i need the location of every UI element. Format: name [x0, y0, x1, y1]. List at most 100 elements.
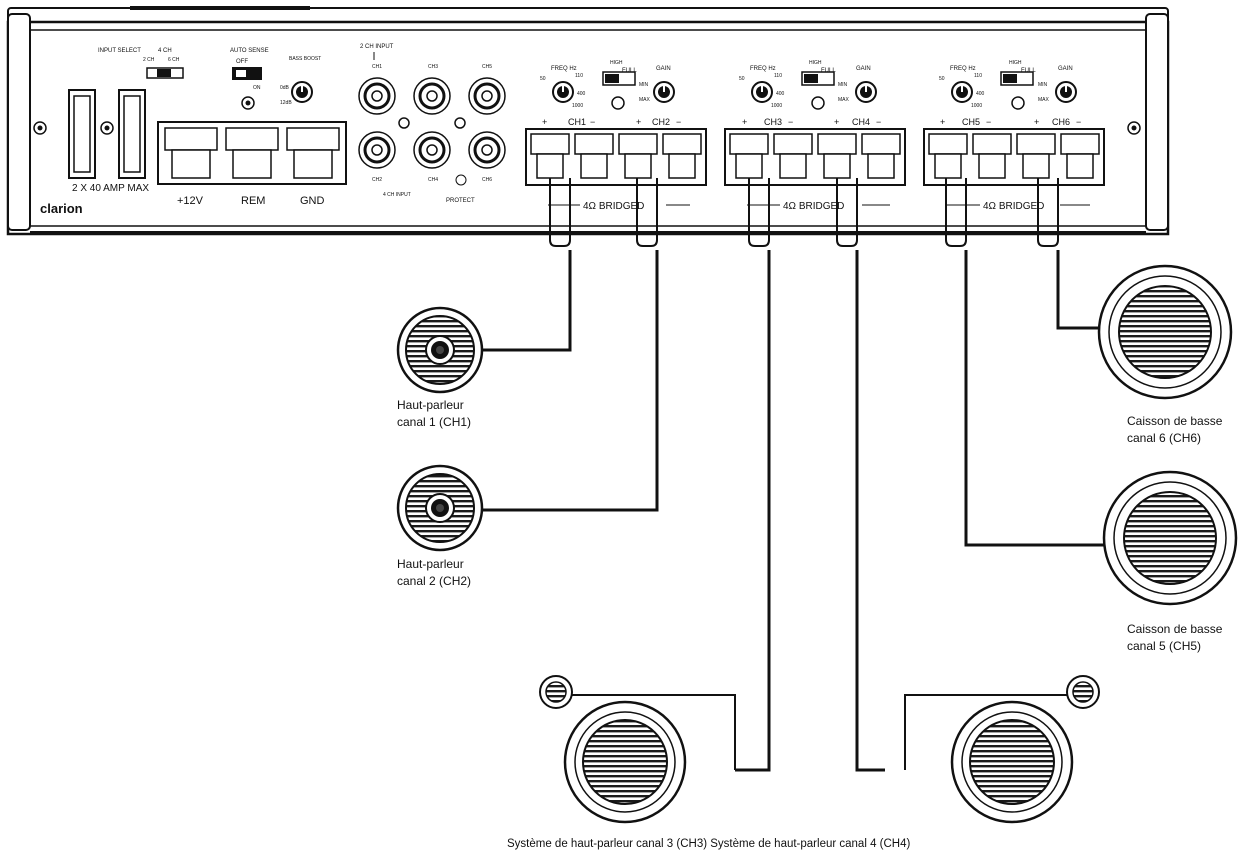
filter-high: HIGH: [1009, 60, 1022, 66]
polarity-minus: −: [876, 117, 881, 127]
polarity-plus: +: [636, 117, 641, 127]
rca-jack-top-1[interactable]: [358, 77, 396, 115]
filter-switch[interactable]: [602, 71, 636, 86]
freq-label: FREQ Hz: [750, 66, 776, 72]
channel-group-3: FREQ Hz 50 110 400 1000 HIGH FULL GAIN M…: [923, 60, 1105, 212]
auto-sense-off: OFF: [236, 59, 248, 65]
freq-knob[interactable]: [751, 81, 773, 103]
tweeter-ch3: [539, 675, 573, 709]
gain-knob[interactable]: [855, 81, 877, 103]
rca-label-top-3: CH5: [482, 64, 492, 70]
rca-screw-2: [454, 117, 466, 129]
wire-ch3: [748, 178, 770, 247]
rca-label-bottom-1: CH2: [372, 177, 382, 183]
gain-min: MIN: [838, 82, 848, 88]
rca-jack-top-2[interactable]: [413, 77, 451, 115]
freq-tick-50: 50: [739, 76, 745, 82]
input-2ch-label: 2 CH INPUT: [360, 44, 394, 50]
channel-label-ch4: CH4: [852, 117, 870, 127]
filter-switch[interactable]: [801, 71, 835, 86]
fuse-screw: [100, 121, 114, 135]
rca-jack-bottom-1[interactable]: [358, 131, 396, 169]
freq-tick-1000: 1000: [572, 103, 583, 109]
gain-min: MIN: [639, 82, 649, 88]
gain-max: MAX: [1038, 97, 1050, 103]
channel-label-ch6: CH6: [1052, 117, 1070, 127]
rca-screw-1: [398, 117, 410, 129]
freq-tick-400: 400: [976, 91, 985, 97]
polarity-plus: +: [834, 117, 839, 127]
brand-logo: clarion: [40, 201, 83, 216]
wire-tweeter-right: [904, 694, 1080, 770]
channel-label-ch5: CH5: [962, 117, 980, 127]
filter-screw: [611, 96, 625, 110]
polarity-minus: −: [986, 117, 991, 127]
filter-switch[interactable]: [1000, 71, 1034, 86]
polarity-minus: −: [1076, 117, 1081, 127]
rca-jack-bottom-2[interactable]: [413, 131, 451, 169]
bass-boost-knob[interactable]: [291, 81, 313, 103]
polarity-minus: −: [590, 117, 595, 127]
rca-label-bottom-2: CH4: [428, 177, 438, 183]
input-4ch-label: 4 CH INPUT: [383, 192, 411, 198]
freq-tick-110: 110: [974, 73, 982, 79]
filter-full-low: FULL: [1021, 68, 1036, 74]
tweeter-ch4: [1066, 675, 1100, 709]
polarity-plus: +: [742, 117, 747, 127]
freq-knob[interactable]: [951, 81, 973, 103]
protect-label: PROTECT: [446, 198, 475, 204]
wire-ch1: [549, 178, 571, 247]
gain-min: MIN: [1038, 82, 1048, 88]
auto-sense-switch[interactable]: [232, 67, 262, 80]
freq-tick-1000: 1000: [771, 103, 782, 109]
channel-label-ch2: CH2: [652, 117, 670, 127]
caption-ch5: Caisson de basse canal 5 (CH5): [1127, 621, 1222, 655]
rca-label-top-1: CH1: [372, 64, 382, 70]
protect-led: [455, 174, 467, 186]
channel-label-ch1: CH1: [568, 117, 586, 127]
bridged-label: 4Ω BRIDGED: [783, 201, 844, 212]
rca-jack-top-3[interactable]: [468, 77, 506, 115]
freq-tick-110: 110: [774, 73, 782, 79]
caption-ch6-line1: Caisson de basse: [1127, 414, 1223, 428]
input-select-2ch: 2 CH: [143, 57, 155, 63]
filter-high: HIGH: [809, 60, 822, 66]
fuse-rating-label: 2 X 40 AMP MAX: [72, 183, 149, 194]
polarity-plus: +: [940, 117, 945, 127]
gain-knob[interactable]: [1055, 81, 1077, 103]
terminal-label-rem: REM: [241, 195, 265, 207]
subwoofer-ch6: [1097, 264, 1233, 400]
fuse-holder-1: [68, 89, 96, 179]
gain-knob[interactable]: [653, 81, 675, 103]
filter-screw: [811, 96, 825, 110]
input-select-6ch: 6 CH: [168, 57, 180, 63]
terminal-label-12v: +12V: [177, 195, 204, 207]
freq-tick-400: 400: [577, 91, 586, 97]
input-select-switch[interactable]: [146, 67, 184, 79]
auto-sense-label: AUTO SENSE: [230, 48, 269, 54]
rca-jack-bottom-3[interactable]: [468, 131, 506, 169]
rca-label-bottom-3: CH6: [482, 177, 492, 183]
polarity-minus: −: [676, 117, 681, 127]
polarity-plus: +: [542, 117, 547, 127]
speaker-ch1: [396, 306, 484, 394]
gain-max: MAX: [838, 97, 850, 103]
caption-ch2-line2: canal 2 (CH2): [397, 574, 472, 588]
speaker-terminal-block: [525, 128, 707, 186]
caption-ch5-line1: Caisson de basse: [1127, 622, 1223, 636]
freq-tick-50: 50: [540, 76, 546, 82]
auto-sense-on: ON: [253, 85, 261, 91]
caption-ch1-line2: canal 1 (CH1): [397, 415, 472, 429]
freq-knob[interactable]: [552, 81, 574, 103]
auto-sense-screw: [241, 96, 255, 110]
bass-boost-max: 12dB: [280, 100, 292, 106]
wire-ch1-lead: [482, 250, 572, 352]
caption-ch3-ch4-systems: Système de haut-parleur canal 3 (CH3) Sy…: [507, 838, 911, 850]
freq-tick-400: 400: [776, 91, 785, 97]
caption-ch6-line2: canal 6 (CH6): [1127, 431, 1202, 445]
channel-group-2: FREQ Hz 50 110 400 1000 HIGH FULL GAIN M…: [724, 60, 906, 212]
wire-ch5-lead: [964, 250, 1115, 547]
wire-ch5: [945, 178, 967, 247]
chassis-screw-right: [1127, 121, 1141, 135]
caption-ch6: Caisson de basse canal 6 (CH6): [1127, 413, 1222, 447]
